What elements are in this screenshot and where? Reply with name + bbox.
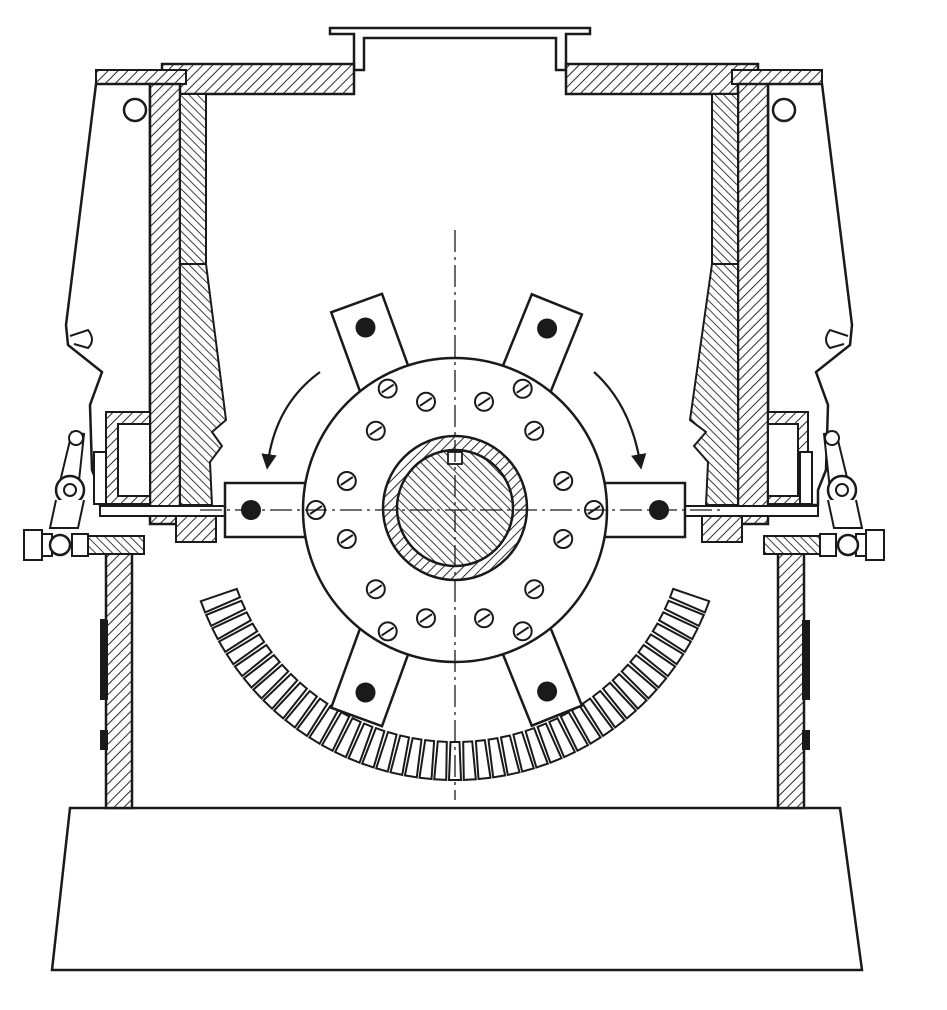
hammer-pivot-slot [381,383,395,394]
left-column-clamp-2 [100,730,108,750]
right-wall-inner-liner-lower [688,263,739,506]
grate-bar [225,633,266,666]
hammer-tip-pin [355,317,376,338]
left-wall-inner-liner-upper [179,93,207,265]
disc-bolt-slot [527,584,541,595]
grate-bar [524,726,550,769]
left-side-box-inner [117,423,151,497]
disc-bolt-slot [477,613,491,624]
grate-bar [499,734,521,777]
grate-bar [462,740,477,781]
feed-inlet-flange [328,26,592,72]
disc-bolt-slot [477,396,491,407]
disc-bolt-slot [369,584,383,595]
grate-bar [487,736,507,779]
disc-bolt-slot [419,613,433,624]
right-lower-column [776,538,806,810]
grate-bar [601,681,638,720]
grate-shoe-left [175,515,217,543]
grate-bar [251,663,290,700]
left-adjusting-screw [23,529,145,561]
hammer-pivot-slot [381,626,395,637]
grate-bar [559,710,590,753]
grate-bar [418,738,436,781]
grate-bar [668,587,711,614]
grate-bar [657,610,700,641]
grate-bar [333,716,362,759]
lifting-eye-left [122,97,148,123]
grate-bar [347,722,374,765]
grate-bar [536,722,563,765]
right-wall-inner-liner-upper [711,93,739,265]
disc-bolt-slot [556,534,570,544]
notch-right [825,328,849,350]
rotation-arrow-left [261,371,321,470]
grate-bar [242,653,282,689]
grate-bar [433,740,448,781]
grate-bar [374,730,398,773]
disc-bolt-slot [369,425,383,436]
right-column-clamp-2 [802,730,810,750]
hammer-tip-pin [537,318,558,339]
grate-bar [233,643,273,678]
hammer-pivot-slot [516,383,530,394]
disc-bolt-slot [527,425,541,436]
left-column-clamp-1 [100,620,108,700]
foundation-base [50,806,864,972]
grate-bar [651,622,693,654]
left-lever-arm [48,430,107,529]
grate-bar [320,710,351,753]
top-cover-plate-right [564,62,760,96]
right-wall-outer-liner [736,82,770,526]
grate-shoe-right [701,515,743,543]
grate-bar [204,599,247,628]
grate-bar [389,734,411,777]
disc-bolts [336,391,574,629]
rotation-arrow-right [593,371,647,470]
left-lower-column [104,538,134,810]
hammer-pivot-slot [516,626,530,637]
grate-bar [644,633,685,666]
hammer-tip-pin [537,681,558,702]
disc-bolt-slot [419,396,433,407]
grate-bar [548,716,577,759]
hammer-tip-pin [355,682,376,703]
grate-bars [199,587,711,781]
top-cap-left [95,69,187,85]
disc-bolt-slot [340,476,354,486]
grate-bar [261,672,299,711]
grate-bar [295,697,329,738]
right-column-clamp-1 [802,620,810,700]
grate-bar [217,622,259,654]
grate-bar [663,599,706,628]
grate-bar [474,738,492,781]
grate-bar [360,726,386,769]
grate-bar [620,663,659,700]
right-side-box-inner [767,423,799,497]
grate-bar [272,681,309,720]
grate-bar [637,643,677,678]
disc-bolt-slot [556,476,570,486]
left-wall-inner-liner-lower [179,263,228,506]
grate-bar [210,610,253,641]
grate-bar [512,730,536,773]
grate-bar [591,689,627,729]
grate-bar [628,653,668,689]
top-cover-plate-left [160,62,356,96]
grate-bar [403,736,423,779]
grate-bar [199,587,242,614]
grate-bar [581,697,615,738]
disc-bolt-slot [340,534,354,544]
grate-bar [611,672,649,711]
lifting-eye-right [771,97,797,123]
top-cap-right [731,69,823,85]
left-wall-outer-liner [148,82,182,526]
right-lever-arm [799,430,864,529]
right-adjusting-screw [763,529,885,561]
notch-left [69,328,93,350]
grate-bar [283,689,319,729]
